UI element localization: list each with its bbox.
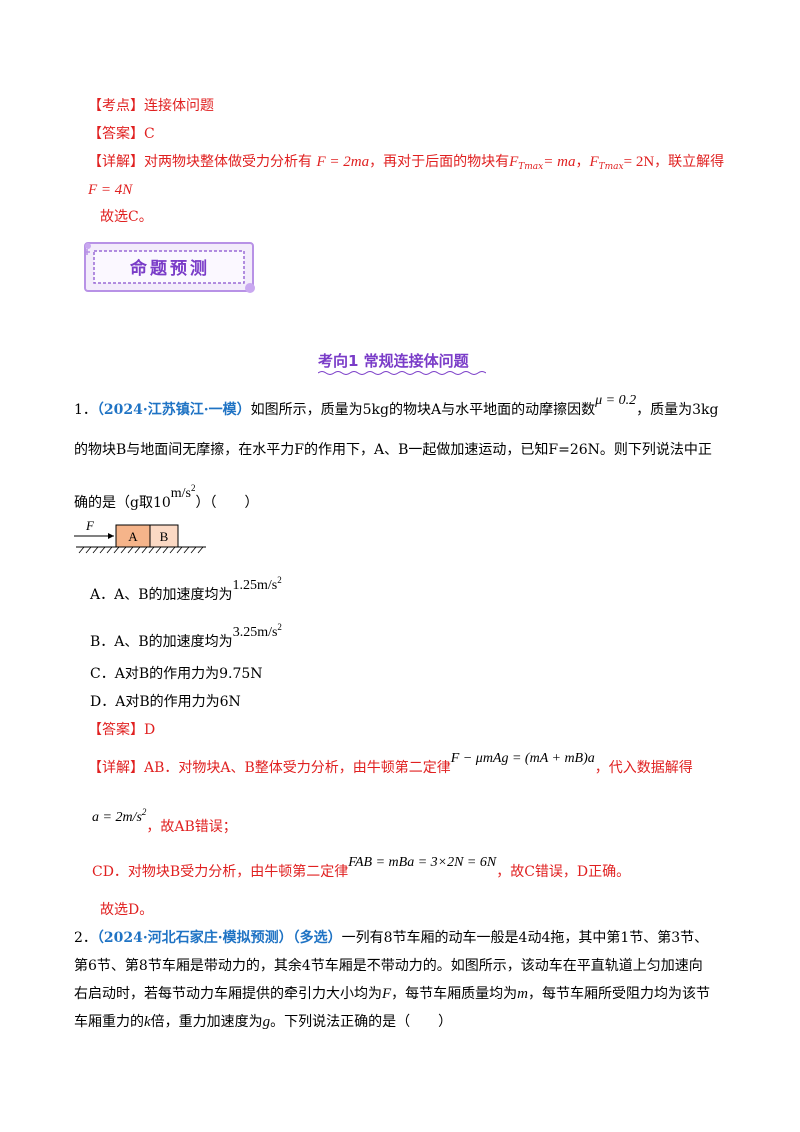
q1-number: 1． xyxy=(74,402,97,418)
answer-value: C xyxy=(144,126,155,142)
detail-line-2: F = 4N xyxy=(88,180,132,200)
equation-ab: F − μmAg = (mA + mB)a xyxy=(450,751,595,766)
q1-mu: μ = 0.2 xyxy=(595,393,637,408)
option-text: B．A、B的加速度均为 xyxy=(90,634,233,650)
equation-rhs: = ma xyxy=(543,154,576,170)
equation-subscript: Tmax xyxy=(518,162,544,172)
q1-g-unit-text: m/s xyxy=(170,486,192,501)
superscript-2: 2 xyxy=(277,575,282,585)
q2-text: 一列有8节车厢的动车一般是4动4拖，其中第1节、第3节、 xyxy=(341,930,709,946)
detail-tag: 【详解】 xyxy=(88,760,144,776)
detail-text: ，代入数据解得 xyxy=(594,760,693,776)
option-text: A．A、B的加速度均为 xyxy=(90,587,233,603)
q1-text: 如图所示，质量为5kg的物块A与水平地面的动摩擦因数 xyxy=(250,402,596,418)
superscript-2: 2 xyxy=(191,483,196,493)
q1-detail-cd: CD．对物块B受力分析，由牛顿第二定律FAB = mBa = 3×2N = 6N… xyxy=(92,855,631,883)
force-label: F xyxy=(85,518,95,533)
q2-line-1: 2．（2024·河北石家庄·模拟预测）（多选）一列有8节车厢的动车一般是4动4拖… xyxy=(74,928,708,948)
detail-text: 对两物块整体做受力分析有 xyxy=(144,154,312,170)
force-arrow xyxy=(108,533,114,539)
q1-text: ）（ ） xyxy=(195,495,259,511)
superscript-2: 2 xyxy=(277,622,282,632)
answer-value: D xyxy=(144,722,156,738)
detail-text: ，故C错误，D正确。 xyxy=(496,864,631,880)
answer-tag: 【答案】 xyxy=(88,126,144,142)
detail-line-1: 【详解】对两物块整体做受力分析有 F = 2ma，再对于后面的物块有FTmax=… xyxy=(88,152,724,177)
detail-text: ，故AB错误； xyxy=(146,819,237,835)
q1-text: 确的是（g取10 xyxy=(74,495,171,511)
equation-cd: FAB = mBa = 3×2N = 6N xyxy=(348,855,497,870)
q1-line-3: 确的是（g取10m/s2）（ ） xyxy=(74,483,259,514)
q2-text: 。下列说法正确的是（ ） xyxy=(270,1014,453,1030)
q2-number: 2． xyxy=(74,930,97,946)
banner-label: 命题预测 xyxy=(130,259,210,279)
detail-tag: 【详解】 xyxy=(88,154,144,170)
q2-line-3: 右启动时，若每节动力车厢提供的牵引力大小均为F，每节车厢质量均为m，每节车厢所受… xyxy=(74,984,710,1004)
q2-text: ，每节车厢所受阻力均为该节 xyxy=(528,986,711,1002)
answer-tag: 【答案】 xyxy=(88,722,144,738)
var-m: m xyxy=(517,986,529,1002)
var-k: k xyxy=(144,1014,151,1030)
var-F: F xyxy=(382,986,392,1002)
q2-line-4: 车厢重力的k倍，重力加速度为g。下列说法正确的是（ ） xyxy=(74,1012,452,1032)
q1-answer-line: 【答案】D xyxy=(88,720,155,740)
equation-rhs: = 2N xyxy=(623,154,655,170)
detail-text: ，再对于后面的物块有 xyxy=(369,154,510,170)
q2-text: ，每节车厢质量均为 xyxy=(391,986,518,1002)
option-value: 3.25m/s2 xyxy=(232,622,282,640)
section-title: 考向1 常规连接体问题 xyxy=(318,352,469,370)
conclusion-1: 故选C。 xyxy=(100,209,153,225)
equation: F = 2ma xyxy=(316,154,370,170)
detail-text: ，联立解得 xyxy=(654,154,725,170)
section-underline xyxy=(318,371,486,375)
q2-line-2: 第6节、第8节车厢是带动力的，其余4节车厢是不带动力的。如图所示，该动车在平直轨… xyxy=(74,958,703,974)
kaodian-text: 连接体问题 xyxy=(144,98,214,114)
q1-option-c[interactable]: C．A对B的作用力为9.75N xyxy=(90,666,263,682)
ground-hatching xyxy=(78,546,204,554)
equation-lhs: F xyxy=(509,154,519,170)
q1-option-d[interactable]: D．A对B的作用力为6N xyxy=(90,694,241,710)
equation-a-text: a = 2m/s xyxy=(92,810,142,825)
q1-option-a[interactable]: A．A、B的加速度均为1.25m/s2 xyxy=(90,575,282,606)
superscript-2: 2 xyxy=(141,807,147,817)
kaodian-line: 【考点】连接体问题 xyxy=(88,96,214,116)
detail-text: AB．对物块A、B整体受力分析，由牛顿第二定律 xyxy=(144,760,451,776)
q2-text: 右启动时，若每节动力车厢提供的牵引力大小均为 xyxy=(74,986,382,1002)
prediction-banner: 命题预测 xyxy=(82,240,258,296)
detail-text: CD．对物块B受力分析，由牛顿第二定律 xyxy=(92,864,349,880)
q1-detail-a: a = 2m/s2，故AB错误； xyxy=(92,807,237,838)
detail-text: ， xyxy=(575,154,590,170)
answer-line-1: 【答案】C xyxy=(88,124,155,144)
option-value-text: 1.25m/s xyxy=(232,578,278,593)
option-value: 1.25m/s2 xyxy=(232,575,282,593)
var-g: g xyxy=(262,1014,271,1030)
q1-line-2: 的物块B与地面间无摩擦，在水平力F的作用下，A、B一起做加速运动，已知F=26N… xyxy=(74,442,712,458)
q1-diagram: F A B xyxy=(74,518,206,554)
q1-conclusion: 故选D。 xyxy=(100,902,154,918)
block-a-label: A xyxy=(128,529,138,544)
q2-source: （2024·河北石家庄·模拟预测）（多选） xyxy=(96,930,342,946)
kaodian-tag: 【考点】 xyxy=(88,98,144,114)
equation-lhs: F xyxy=(589,154,599,170)
q2-text: 倍，重力加速度为 xyxy=(150,1014,263,1030)
equation-subscript: Tmax xyxy=(598,162,624,172)
q1-option-b[interactable]: B．A、B的加速度均为3.25m/s2 xyxy=(90,622,282,653)
q1-detail-ab: 【详解】AB．对物块A、B整体受力分析，由牛顿第二定律F − μmAg = (m… xyxy=(88,751,693,779)
q2-text: 车厢重力的 xyxy=(74,1014,144,1030)
q1-g-unit: m/s2 xyxy=(170,483,196,501)
banner-frame xyxy=(84,242,255,293)
option-value-text: 3.25m/s xyxy=(232,625,278,640)
q1-text: ，质量为3kg xyxy=(636,402,719,418)
q1-source: （2024·江苏镇江·一模） xyxy=(96,402,251,418)
equation-a: a = 2m/s2 xyxy=(92,807,147,825)
equation: F = 4N xyxy=(88,182,133,198)
q1-line-1: 1．（2024·江苏镇江·一模）如图所示，质量为5kg的物块A与水平地面的动摩擦… xyxy=(74,393,719,421)
block-b-label: B xyxy=(160,529,169,544)
block-b xyxy=(149,524,179,548)
